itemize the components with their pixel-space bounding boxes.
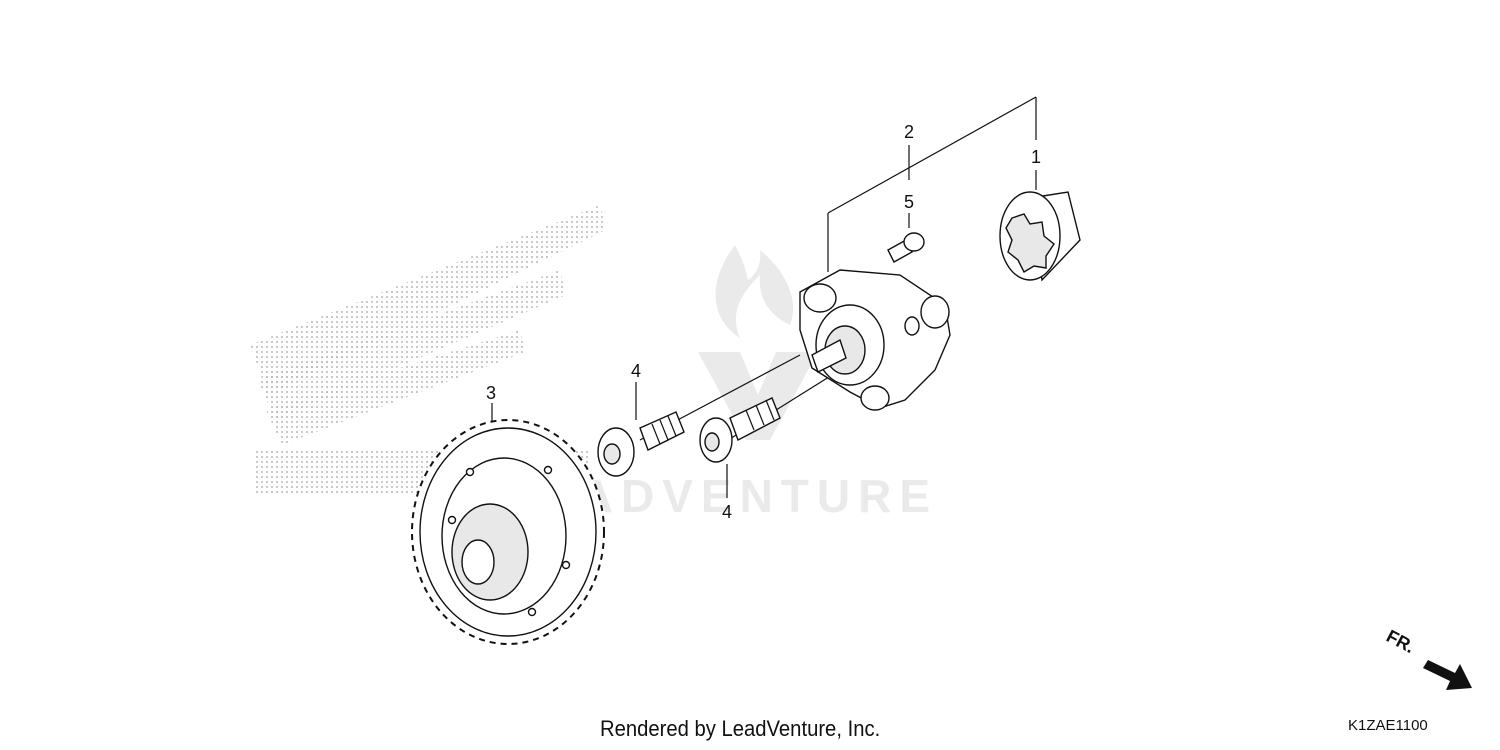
leadventure-logo-watermark: LEADVENTURE: [505, 245, 930, 522]
callout-3: 3: [486, 383, 496, 403]
outer-rotor-part-1[interactable]: [999, 191, 1081, 282]
diagram-code: K1ZAE1100: [1348, 717, 1428, 734]
oil-pump-body[interactable]: [799, 269, 951, 411]
footer-credit: Rendered by LeadVenture, Inc.: [600, 716, 881, 741]
callout-4-right: 4: [722, 502, 732, 522]
bolt-part-4-right[interactable]: [699, 397, 781, 463]
direction-label: FR.: [1383, 626, 1418, 657]
pin-part-5[interactable]: [887, 232, 925, 263]
callout-1: 1: [1031, 147, 1041, 167]
gear-part-3[interactable]: [411, 419, 605, 645]
arrow-right-icon: [1423, 660, 1472, 690]
callout-2: 2: [904, 122, 914, 142]
bolt-part-4-left[interactable]: [597, 411, 685, 477]
callout-5: 5: [904, 192, 914, 212]
front-direction-arrow: FR.: [1383, 626, 1472, 690]
callout-4-left: 4: [631, 361, 641, 381]
